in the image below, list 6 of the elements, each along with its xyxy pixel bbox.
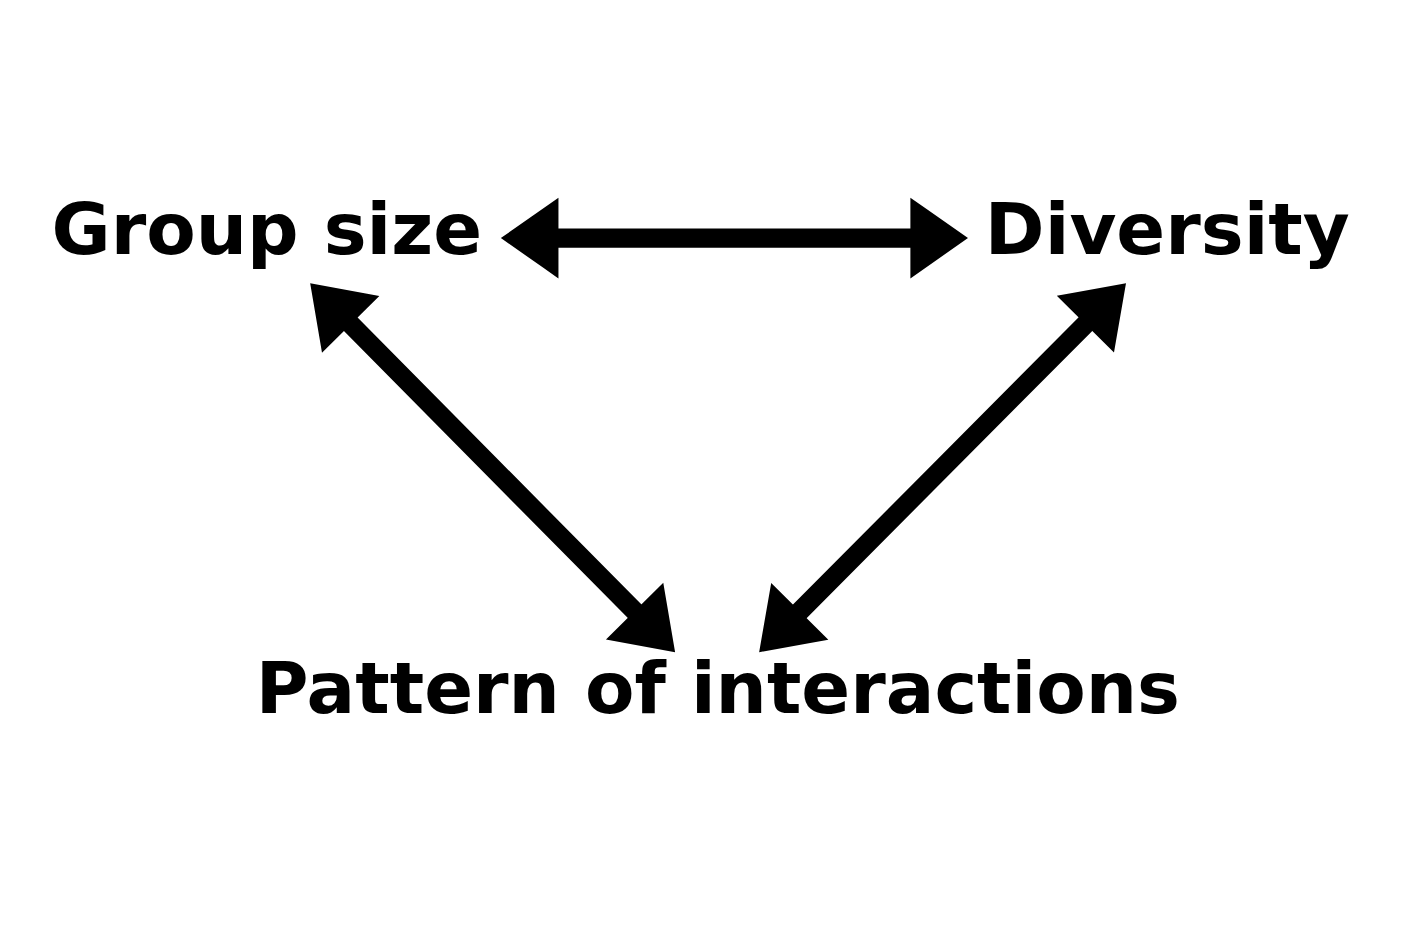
arrow [500,197,968,279]
arrow [759,283,1126,653]
node-text: Group size [51,186,483,271]
node-text: Pattern of interactions [255,645,1180,730]
arrow [310,283,676,653]
node-text: Diversity [984,186,1350,271]
